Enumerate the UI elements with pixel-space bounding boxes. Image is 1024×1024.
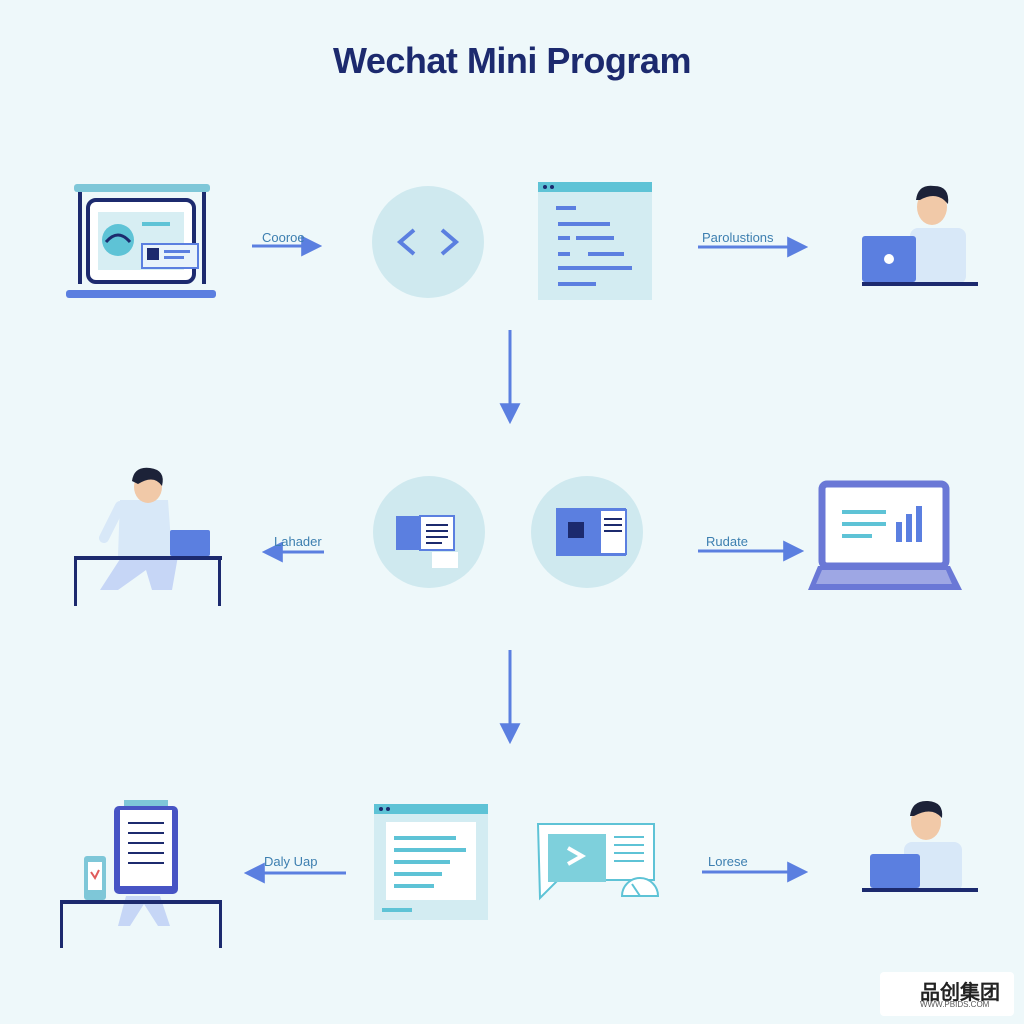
terminal-chat-icon: [536, 823, 660, 901]
user-laptop-icon: [862, 800, 978, 892]
label-row3-left: Daly Uap: [264, 854, 318, 869]
label-row1-left: Coorоe: [262, 230, 305, 245]
watermark: 品创集团 WWW.PBIDS.COM: [880, 972, 1014, 1016]
text-window-icon: [374, 804, 488, 920]
tablet-document-icon: [60, 800, 222, 948]
label-row2-right: Rudate: [706, 534, 748, 549]
document-window-icon: [538, 182, 652, 300]
page-title: Wechat Mini Program: [333, 40, 691, 81]
analytics-laptop-icon: [808, 480, 962, 590]
component-icon: [531, 476, 643, 588]
developer-person-icon: [862, 185, 978, 286]
label-row1-right: Parolustions: [702, 230, 774, 245]
label-row3-right: Lorese: [708, 854, 748, 869]
developer-at-desk-icon: [74, 467, 222, 606]
code-brackets-icon: [372, 186, 484, 298]
watermark-url: WWW.PBIDS.COM: [920, 1000, 990, 1009]
laptop-code-icon: [66, 184, 216, 298]
watermark-text: 品创集团: [920, 982, 1000, 1004]
file-transfer-icon: [373, 476, 485, 588]
label-row2-left: Lahader: [274, 534, 322, 549]
